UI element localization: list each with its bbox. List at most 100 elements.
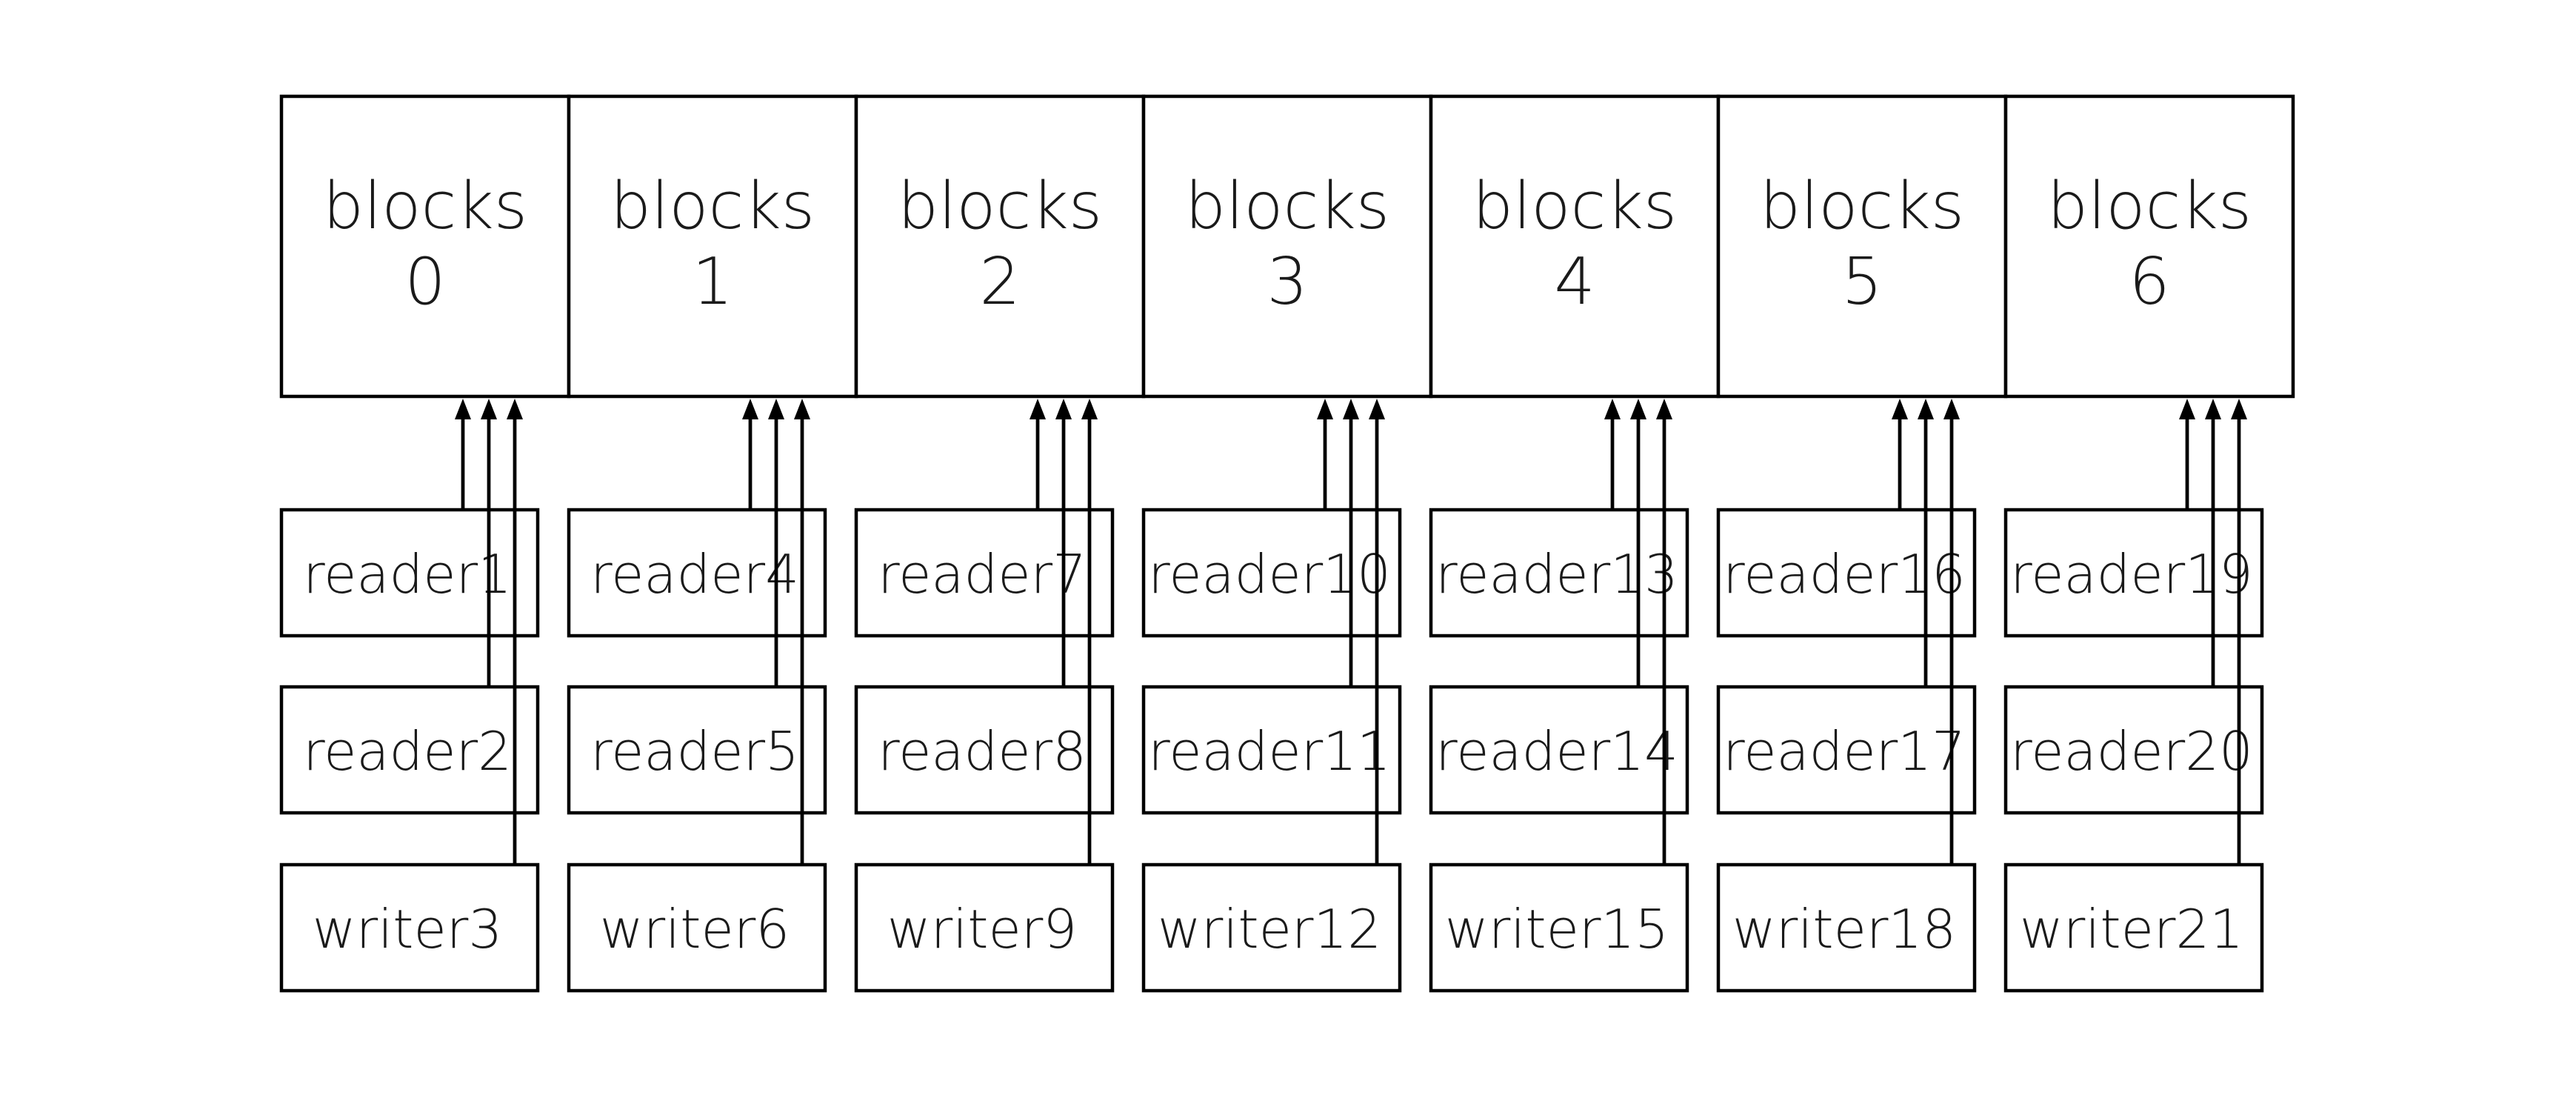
arrowhead-icon (1030, 399, 1046, 419)
arrowhead-icon (1055, 399, 1072, 419)
arrowhead-icon (1604, 399, 1621, 419)
arrowhead-icon (1943, 399, 1960, 419)
arrowhead-icon (1656, 399, 1672, 419)
client-label: reader19 (2010, 543, 2253, 605)
block-box (279, 94, 571, 399)
client-box (1141, 685, 1402, 815)
client-label: reader11 (1148, 720, 1391, 782)
arrowhead-icon (507, 399, 523, 419)
block-title: blocks (1760, 168, 1964, 244)
reader-node-1: reader1 (279, 508, 540, 638)
arrowhead-icon (2231, 399, 2247, 419)
block-box (854, 94, 1146, 399)
arrowhead-icon (1918, 399, 1934, 419)
arrowhead-icon (1317, 399, 1333, 419)
block-index: 5 (1841, 244, 1882, 319)
client-box (567, 508, 827, 638)
reader-node-11: reader11 (1141, 685, 1402, 815)
reader-node-4: reader4 (567, 508, 827, 638)
client-label: writer12 (1158, 898, 1381, 960)
client-box (1141, 862, 1402, 993)
client-box (1716, 508, 1977, 638)
client-box (2003, 685, 2264, 815)
client-label: writer18 (1732, 898, 1956, 960)
client-box (567, 862, 827, 993)
client-box (854, 685, 1115, 815)
block-index: 4 (1554, 244, 1595, 319)
arrowhead-icon (768, 399, 784, 419)
reader-node-8: reader8 (854, 685, 1115, 815)
client-box (279, 862, 540, 993)
client-box (2003, 508, 2264, 638)
client-box (1429, 685, 1689, 815)
reader-node-5: reader5 (567, 685, 827, 815)
arrowhead-icon (481, 399, 497, 419)
reader-node-14: reader14 (1429, 685, 1689, 815)
block-index: 3 (1267, 244, 1307, 319)
reader-node-19: reader19 (2003, 508, 2264, 638)
block-title: blocks (1185, 168, 1389, 244)
arrowhead-icon (1369, 399, 1385, 419)
client-label: reader14 (1435, 720, 1678, 782)
block-title: blocks (2047, 168, 2252, 244)
client-box (1141, 508, 1402, 638)
client-label: reader8 (878, 720, 1087, 782)
arrowhead-icon (2205, 399, 2221, 419)
reader-node-16: reader16 (1716, 508, 1977, 638)
client-label: writer21 (2020, 898, 2243, 960)
block-index: 1 (692, 244, 733, 319)
reader-node-2: reader2 (279, 685, 540, 815)
writer-node-15: writer15 (1429, 862, 1689, 993)
arrowhead-icon (1892, 399, 1908, 419)
client-label: reader13 (1435, 543, 1678, 605)
client-label: reader7 (878, 543, 1087, 605)
block-title: blocks (323, 168, 527, 244)
blocks-row: blocks0blocks1blocks2blocks3blocks4block… (279, 94, 2295, 399)
client-label: writer15 (1445, 898, 1669, 960)
clients-grid: reader1 reader2 writer3 reader4 reader5 write… (279, 508, 2264, 993)
client-box (567, 685, 827, 815)
client-label: reader10 (1148, 543, 1391, 605)
client-label: writer6 (600, 898, 790, 960)
client-box (1716, 685, 1977, 815)
block-box (1716, 94, 2008, 399)
reader-node-13: reader13 (1429, 508, 1689, 638)
client-label: reader20 (2010, 720, 2253, 782)
client-label: reader16 (1723, 543, 1966, 605)
arrowhead-icon (1343, 399, 1359, 419)
arrowhead-icon (1630, 399, 1646, 419)
block-title: blocks (898, 168, 1102, 244)
client-label: reader4 (590, 543, 799, 605)
client-label: writer9 (887, 898, 1077, 960)
reader-node-20: reader20 (2003, 685, 2264, 815)
arrowhead-icon (794, 399, 810, 419)
block-title: blocks (1472, 168, 1677, 244)
client-box (1716, 862, 1977, 993)
reader-node-17: reader17 (1716, 685, 1977, 815)
client-box (1429, 862, 1689, 993)
client-box (854, 862, 1115, 993)
reader-node-10: reader10 (1141, 508, 1402, 638)
client-box (279, 685, 540, 815)
block-box (2003, 94, 2295, 399)
block-title: blocks (610, 168, 815, 244)
client-label: writer3 (313, 898, 502, 960)
writer-node-6: writer6 (567, 862, 827, 993)
arrowhead-icon (455, 399, 471, 419)
block-box (1141, 94, 1433, 399)
writer-node-21: writer21 (2003, 862, 2264, 993)
client-box (854, 508, 1115, 638)
client-box (1429, 508, 1689, 638)
client-label: reader17 (1723, 720, 1966, 782)
arrowhead-icon (742, 399, 758, 419)
writer-node-3: writer3 (279, 862, 540, 993)
writer-node-12: writer12 (1141, 862, 1402, 993)
block-index: 0 (404, 244, 445, 319)
